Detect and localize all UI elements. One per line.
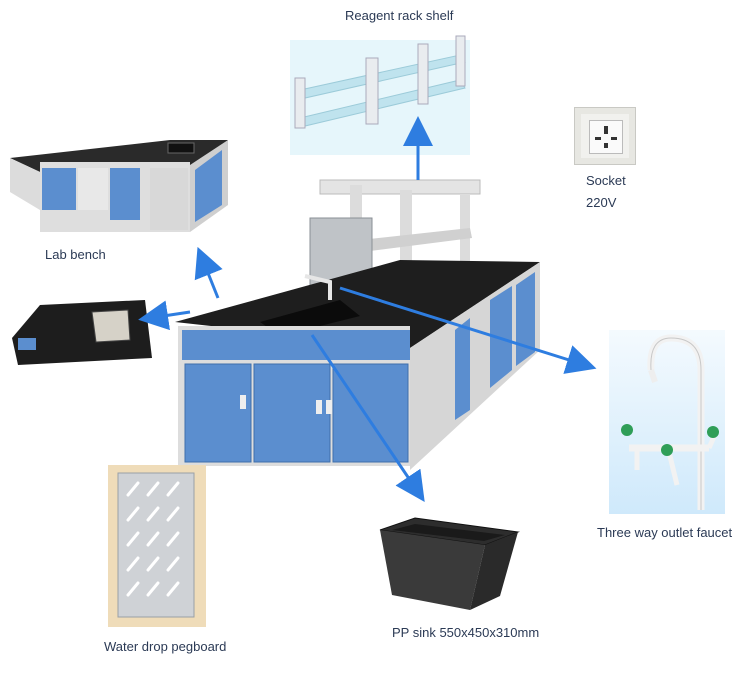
lab-bench-label: Lab bench [45, 247, 106, 262]
pp-sink-label: PP sink 550x450x310mm [392, 625, 540, 640]
arrow-icon [194, 246, 223, 299]
three-way-faucet-image [609, 330, 725, 514]
socket-icon [589, 120, 623, 154]
water-drop-pegboard-label: Water drop pegboard [104, 639, 227, 654]
socket-label: Socket [586, 173, 626, 188]
arrow-icon [339, 286, 597, 374]
three-way-faucet-label: Three way outlet faucet [597, 525, 733, 540]
arrow-icon [310, 334, 425, 502]
faucet-icon [621, 334, 720, 510]
reagent-rack-shelf-label: Reagent rack shelf [345, 8, 454, 23]
socket-voltage-label: 220V [586, 195, 617, 210]
arrow-icon [138, 300, 191, 331]
socket-image [574, 107, 636, 165]
water-drop-pegboard-image [108, 465, 206, 627]
